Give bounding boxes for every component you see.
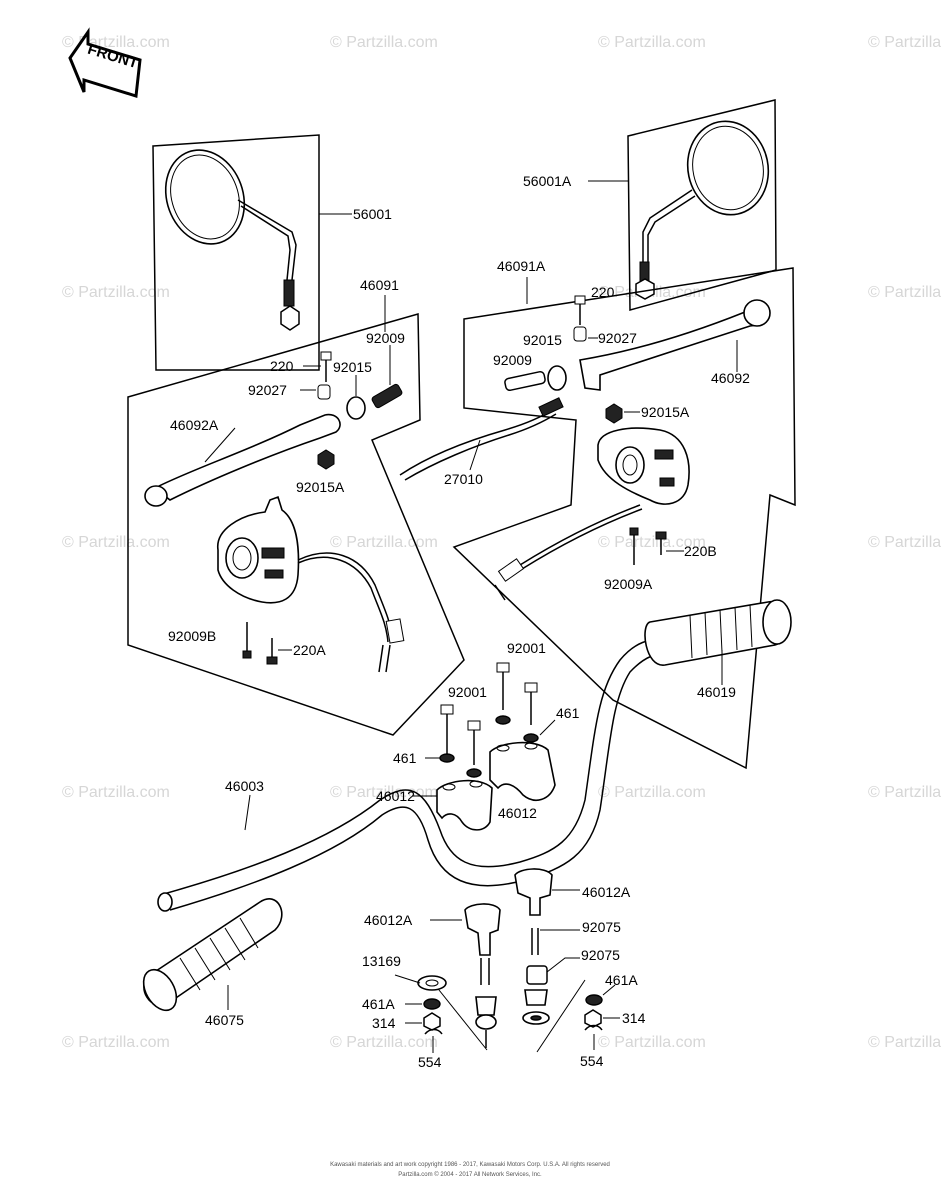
label-46092A: 46092A <box>170 417 219 433</box>
label-554: 554 <box>418 1054 442 1070</box>
right-lever-group: 46091A 220 92027 92015 92009 46092 92015… <box>452 258 796 770</box>
mirror-left-group: 56001 <box>152 134 392 371</box>
label-92001-b: 92001 <box>448 684 487 700</box>
label-92009: 92009 <box>366 330 405 346</box>
watermark: © Partzilla.com <box>62 784 170 801</box>
watermark: © Partzilla.com <box>330 1034 438 1051</box>
grip-right-46019: 46019 <box>644 599 792 700</box>
label-46091A: 46091A <box>497 258 546 274</box>
watermark: © Partzilla.com <box>62 534 170 551</box>
label-461A-b: 461A <box>605 972 638 988</box>
watermark: © Partzilla.com <box>868 34 941 51</box>
label-56001: 56001 <box>353 206 392 222</box>
label-92001: 92001 <box>507 640 546 656</box>
label-220b: 220 <box>591 284 615 300</box>
handlebar-46003: 46003 <box>157 638 669 912</box>
label-92015A-b: 92015A <box>641 404 690 420</box>
label-46012A-b: 46012A <box>364 912 413 928</box>
label-92009B: 92009B <box>168 628 216 644</box>
label-461A: 461A <box>362 996 395 1012</box>
label-56001A: 56001A <box>523 173 572 189</box>
footer-line-1: Kawasaki materials and art work copyrigh… <box>330 1162 610 1168</box>
mirror-right-group: 56001A <box>523 99 777 311</box>
watermark: © Partzilla.com <box>868 784 941 801</box>
label-92075-b: 92075 <box>581 947 620 963</box>
label-220B: 220B <box>684 543 717 559</box>
label-13169: 13169 <box>362 953 401 969</box>
watermark: © Partzilla.com <box>598 34 706 51</box>
watermark: © Partzilla.com <box>62 284 170 301</box>
lower-holders: 46012A 92075 92075 46012A 13169 461A 3 <box>362 868 646 1070</box>
label-46092: 46092 <box>711 370 750 386</box>
label-92027b: 92027 <box>598 330 637 346</box>
label-46003: 46003 <box>225 778 264 794</box>
label-92015A: 92015A <box>296 479 345 495</box>
clutch-switch-cable: 27010 <box>399 397 564 487</box>
watermark: © Partzilla.com <box>868 1034 941 1051</box>
footer-line-2: Partzilla.com © 2004 - 2017 All Network … <box>398 1171 542 1178</box>
label-92075: 92075 <box>582 919 621 935</box>
label-92009A: 92009A <box>604 576 653 592</box>
label-46012: 46012 <box>498 805 537 821</box>
label-220A: 220A <box>293 642 326 658</box>
label-92009b: 92009 <box>493 352 532 368</box>
label-92027: 92027 <box>248 382 287 398</box>
watermark: © Partzilla.com <box>868 284 941 301</box>
label-46091: 46091 <box>360 277 399 293</box>
watermark: © Partzilla.com <box>598 534 706 551</box>
label-92015b: 92015 <box>523 332 562 348</box>
footer-copyright: Kawasaki materials and art work copyrigh… <box>330 1162 610 1178</box>
watermark: © Partzilla.com <box>62 1034 170 1051</box>
label-314: 314 <box>372 1015 396 1031</box>
label-46012A: 46012A <box>582 884 631 900</box>
left-lever-group: 46091 220 92027 92015 92009 46092A 92015… <box>127 277 465 736</box>
label-220: 220 <box>270 358 294 374</box>
watermark: © Partzilla.com <box>330 534 438 551</box>
label-46075: 46075 <box>205 1012 244 1028</box>
label-92015: 92015 <box>333 359 372 375</box>
label-461-b: 461 <box>393 750 417 766</box>
upper-holders: 92001 92001 461 461 46012 46012 <box>376 640 580 831</box>
front-arrow-icon: FRONT <box>68 27 142 98</box>
grip-left-46075: 46075 <box>142 898 283 1028</box>
watermarks: © Partzilla.com © Partzilla.com © Partzi… <box>62 34 941 1051</box>
label-46012-b: 46012 <box>376 788 415 804</box>
label-461: 461 <box>556 705 580 721</box>
watermark: © Partzilla.com <box>330 34 438 51</box>
label-314-b: 314 <box>622 1010 646 1026</box>
label-46019: 46019 <box>697 684 736 700</box>
watermark: © Partzilla.com <box>598 1034 706 1051</box>
label-27010: 27010 <box>444 471 483 487</box>
watermark: © Partzilla.com <box>868 534 941 551</box>
watermark: © Partzilla.com <box>330 784 438 801</box>
watermark: © Partzilla.com <box>598 784 706 801</box>
label-554-b: 554 <box>580 1053 604 1069</box>
